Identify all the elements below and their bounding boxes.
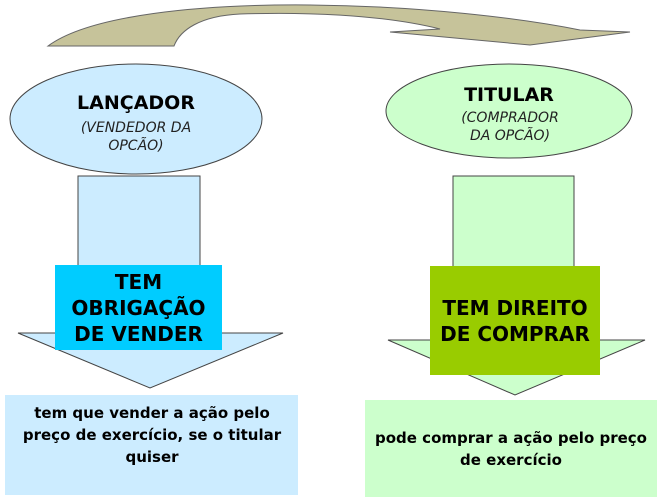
lancador-ellipse — [9, 63, 263, 175]
lancador-description: tem que vender a ação pelo preço de exer… — [22, 404, 282, 466]
lancador-subtitle: (VENDEDOR DA OPCÃO) — [80, 120, 192, 154]
direito-box: TEM DIREITO DE COMPRAR — [440, 295, 590, 346]
right-box-bg — [430, 266, 600, 375]
obrigacao-box: TEM OBRIGAÇÃO DE VENDER — [71, 269, 206, 346]
titular-description: pode comprar a ação pelo preço de exercí… — [375, 428, 647, 469]
titular-title: TITULAR — [464, 84, 554, 106]
left-desc-bg — [5, 395, 298, 495]
lancador-title: LANÇADOR — [77, 92, 195, 114]
titular-subtitle: (COMPRADOR DA OPCÃO) — [461, 110, 559, 144]
curved-arrow — [46, 4, 631, 47]
titular-ellipse — [385, 63, 633, 159]
right-desc-bg — [365, 400, 657, 497]
left-box-bg — [55, 265, 222, 350]
